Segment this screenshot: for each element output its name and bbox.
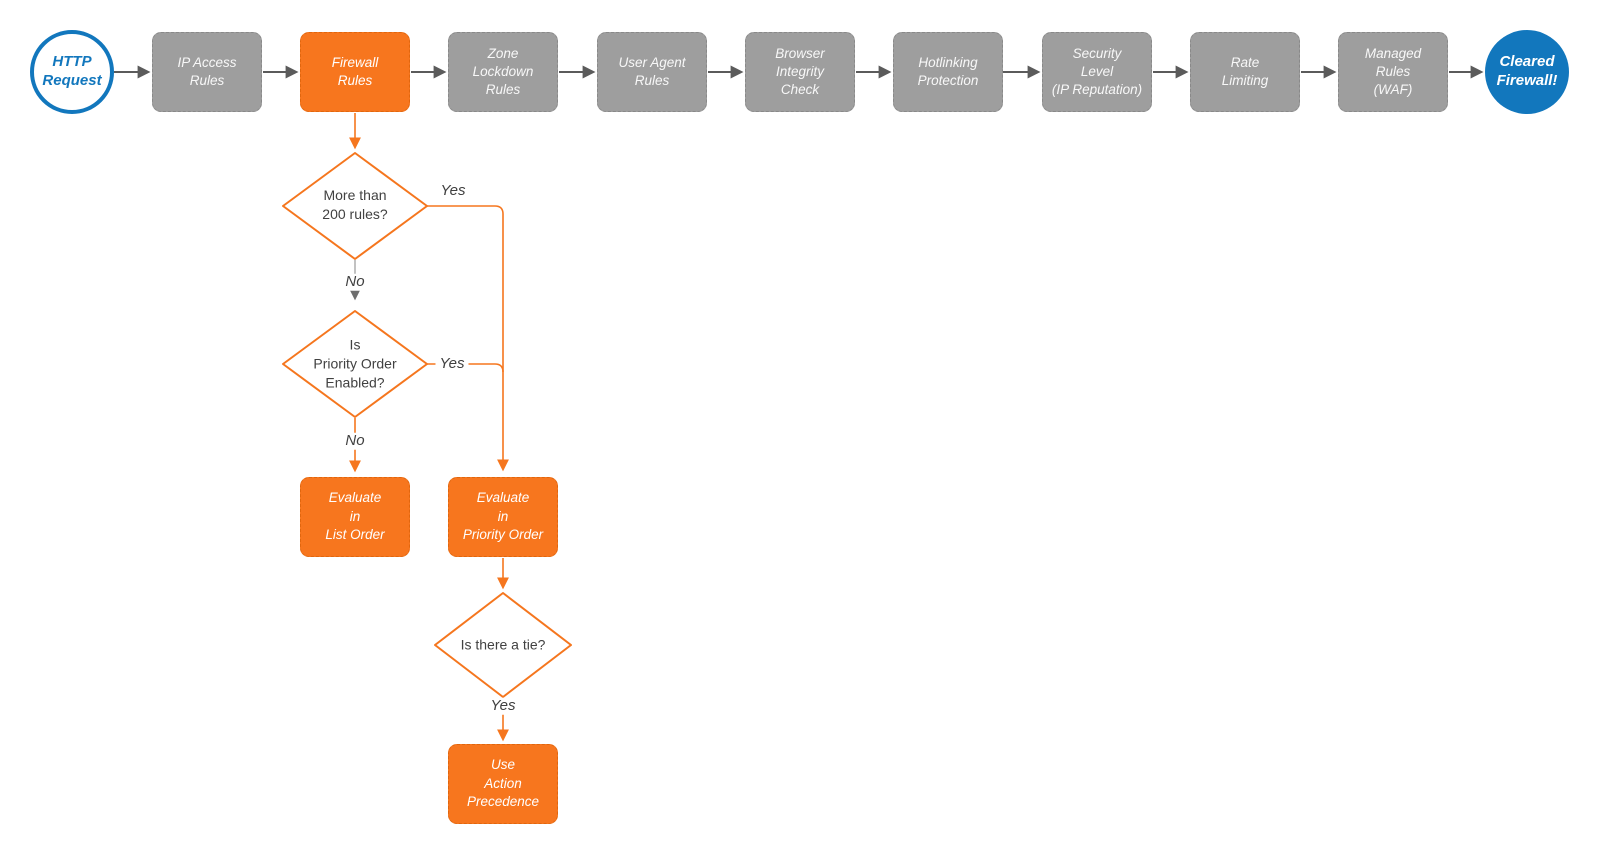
stage-firewall-rules: Firewall Rules xyxy=(300,32,410,112)
edge-label-yes-more-rules: Yes xyxy=(436,182,470,200)
edge-label-yes-priority: Yes xyxy=(435,355,469,373)
edge-label-yes-tie: Yes xyxy=(486,697,520,715)
stage-security-level: Security Level (IP Reputation) xyxy=(1042,32,1152,112)
decision-priority-enabled-label: Is Priority Order Enabled? xyxy=(313,336,397,391)
stage-label: Managed Rules (WAF) xyxy=(1364,46,1422,97)
stage-browser-integrity: Browser Integrity Check xyxy=(745,32,855,112)
stage-label: User Agent Rules xyxy=(618,55,686,88)
connector-yes-more-rules xyxy=(427,205,509,472)
action-label: Use Action Precedence xyxy=(466,757,540,810)
action-label: Evaluate in List Order xyxy=(325,490,385,543)
stage-managed-rules-waf: Managed Rules (WAF) xyxy=(1338,32,1448,112)
decision-tie-shape xyxy=(434,592,572,698)
stage-label: IP Access Rules xyxy=(177,55,237,88)
action-evaluate-priority-order: Evaluate in Priority Order xyxy=(448,477,558,557)
stage-label: Browser Integrity Check xyxy=(775,46,825,97)
stage-rate-limiting: Rate Limiting xyxy=(1190,32,1300,112)
stage-label: Rate Limiting xyxy=(1221,55,1269,88)
action-use-action-precedence: Use Action Precedence xyxy=(448,744,558,824)
action-label: Evaluate in Priority Order xyxy=(462,490,544,543)
decision-priority-enabled-shape xyxy=(282,310,428,418)
decision-more-rules-label: More than 200 rules? xyxy=(322,187,388,222)
stage-label: Security Level (IP Reputation) xyxy=(1051,46,1143,97)
edge-label-no-priority: No xyxy=(341,432,369,450)
connector-yes-priority-merge xyxy=(427,363,504,373)
end-node-label: Cleared Firewall! xyxy=(1496,53,1558,89)
start-node-label: HTTP Request xyxy=(42,53,102,89)
start-node-http-request: HTTP Request xyxy=(30,30,114,114)
stage-hotlinking-protection: Hotlinking Protection xyxy=(893,32,1003,112)
end-node-cleared-firewall: Cleared Firewall! xyxy=(1485,30,1569,114)
edge-label-no-more-rules: No xyxy=(341,273,369,291)
stage-label: Hotlinking Protection xyxy=(917,55,979,88)
stage-label: Firewall Rules xyxy=(331,55,379,88)
stage-user-agent-rules: User Agent Rules xyxy=(597,32,707,112)
stage-ip-access-rules: IP Access Rules xyxy=(152,32,262,112)
action-evaluate-list-order: Evaluate in List Order xyxy=(300,477,410,557)
decision-more-rules-shape xyxy=(282,152,428,260)
stage-zone-lockdown-rules: Zone Lockdown Rules xyxy=(448,32,558,112)
decision-tie-label: Is there a tie? xyxy=(460,636,546,653)
stage-label: Zone Lockdown Rules xyxy=(472,46,534,97)
